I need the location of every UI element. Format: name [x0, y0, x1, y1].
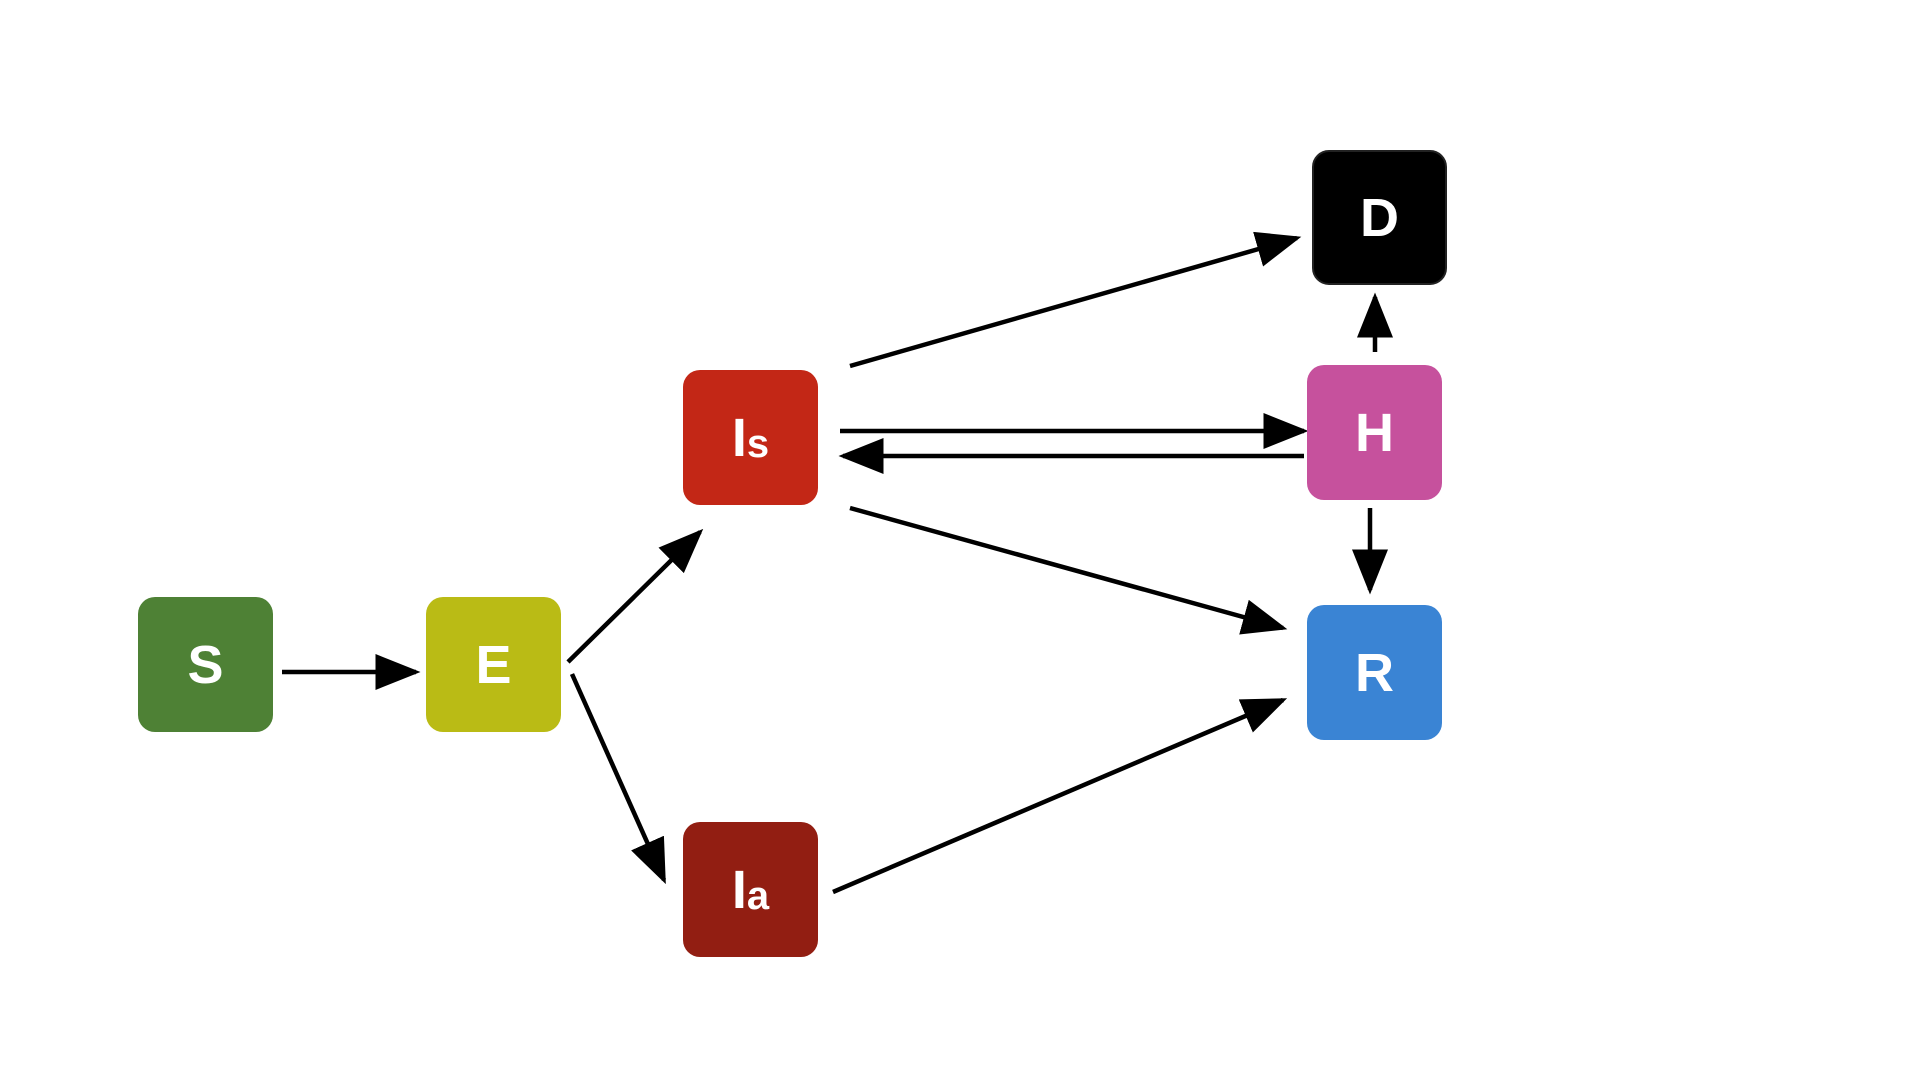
edge-ia-to-r: [832, 697, 1288, 895]
node-d-label: D: [1360, 187, 1399, 248]
node-h-label: H: [1355, 402, 1394, 463]
edge-e-to-is: [566, 528, 704, 664]
edge-is-to-r: [849, 505, 1288, 635]
node-r: R: [1307, 605, 1442, 740]
node-e: E: [426, 597, 561, 732]
node-e-label: E: [475, 634, 512, 695]
node-ia-sub: a: [746, 873, 770, 918]
node-s-label: S: [187, 634, 224, 695]
node-r-label: R: [1355, 642, 1394, 703]
node-d: D: [1312, 150, 1447, 285]
edge-e-to-ia: [569, 673, 667, 885]
node-h: H: [1307, 365, 1442, 500]
node-ia-label: I: [731, 859, 747, 920]
node-is-label: I: [731, 407, 747, 468]
node-s: S: [138, 597, 273, 732]
edge-is-to-d: [849, 231, 1302, 369]
node-is-sub: s: [746, 421, 770, 466]
